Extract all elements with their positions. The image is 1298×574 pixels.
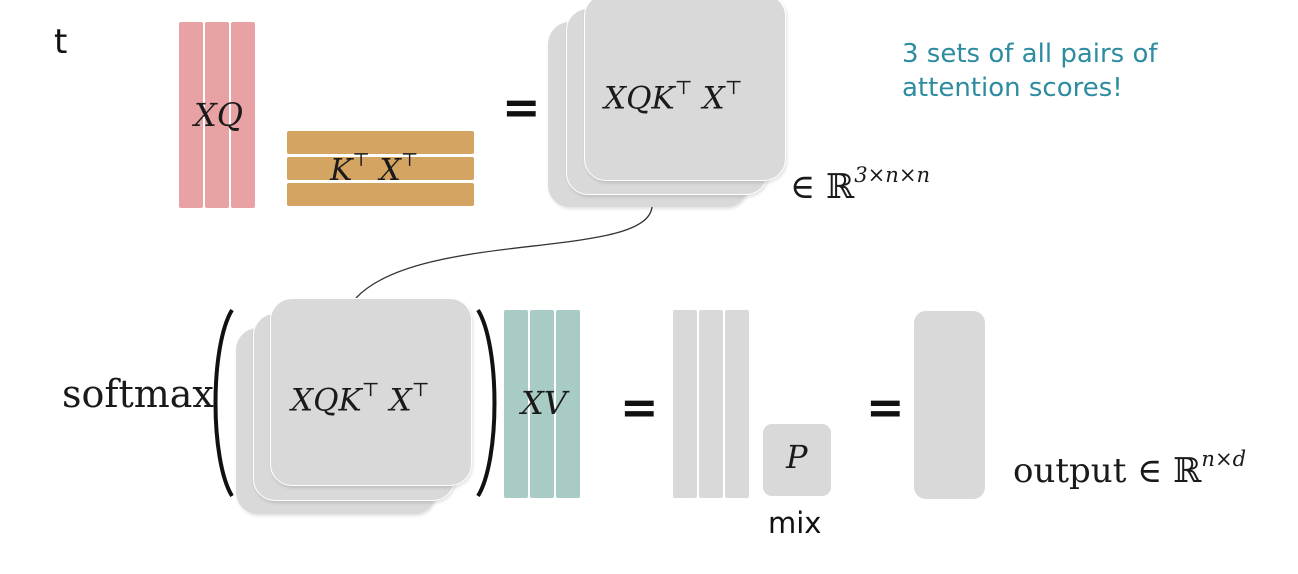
xv-column	[504, 310, 528, 498]
kt-xt-row	[287, 183, 474, 206]
right-parenthesis	[476, 308, 497, 498]
softmax-label: softmax	[62, 372, 214, 416]
score-dimension-label: ∈ ℝ3×n×n	[790, 162, 931, 207]
head-output-column	[699, 310, 723, 498]
cropped-text-fragment: t	[54, 22, 68, 62]
annotation-note: 3 sets of all pairs of attention scores!	[902, 39, 1158, 103]
softmax-card-label: XQK⊤ X⊤	[291, 378, 430, 419]
equals-sign-top: =	[502, 80, 541, 134]
mix-matrix-p	[763, 424, 831, 496]
head-output-column	[725, 310, 749, 498]
left-parenthesis	[213, 308, 234, 498]
kt-xt-row	[287, 131, 474, 154]
xq-column	[231, 22, 255, 208]
kt-xt-row	[287, 157, 474, 180]
head-output-column	[673, 310, 697, 498]
equals-sign-1: =	[620, 380, 659, 434]
mix-matrix-label: P	[786, 438, 808, 476]
xv-column	[530, 310, 554, 498]
softmax-card-front	[270, 298, 472, 486]
xq-label: XQ	[194, 96, 244, 134]
equals-sign-2: =	[866, 380, 905, 434]
output-dimension-label: output ∈ ℝn×d	[1013, 446, 1247, 491]
output-matrix	[914, 311, 985, 499]
xq-column	[205, 22, 229, 208]
score-card-label: XQK⊤ X⊤	[604, 76, 743, 117]
mix-caption: mix	[768, 506, 822, 540]
xq-column	[179, 22, 203, 208]
kt-xt-label: K⊤ X⊤	[330, 150, 419, 188]
xv-label: XV	[521, 384, 567, 422]
xv-column	[556, 310, 580, 498]
score-card-front	[584, 0, 786, 181]
